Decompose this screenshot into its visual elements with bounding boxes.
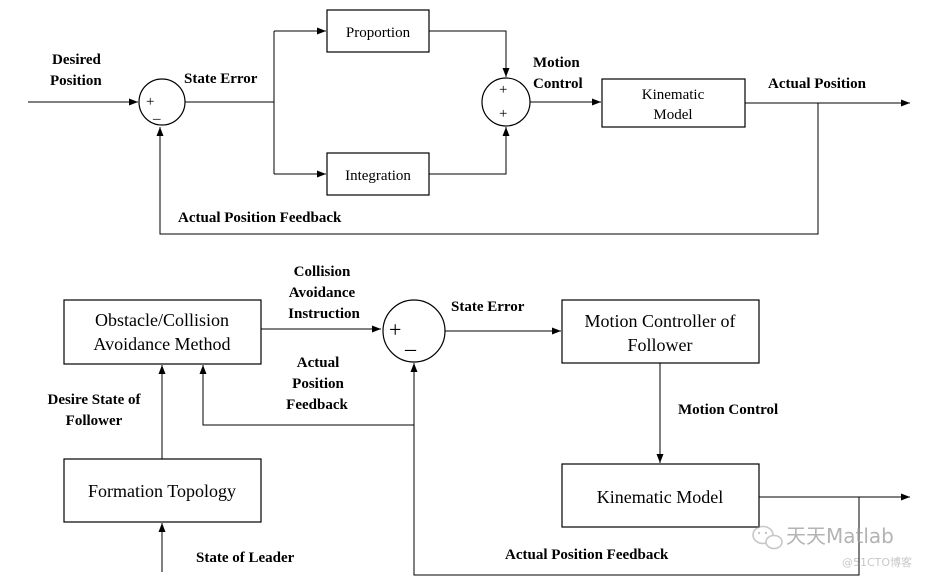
watermark: 天天Matlab @51CTO博客 <box>752 524 912 569</box>
obstacle-avoidance-box <box>63 299 262 365</box>
feedback-to-obstacle-arrow <box>199 365 414 426</box>
watermark-brand: 天天Matlab <box>786 524 894 548</box>
mid-feedback-label-2: Position <box>292 376 344 392</box>
motion-controller-label-1: Motion Controller of <box>585 311 736 331</box>
mid-feedback-label-3: Feedback <box>286 397 348 413</box>
obstacle-avoidance-label-1: Obstacle/Collision <box>95 310 229 330</box>
wechat-logo-icon <box>752 525 783 550</box>
kinematic-model-label-2: Model <box>653 107 692 123</box>
sum1-minus-sign: _ <box>152 106 161 122</box>
state-of-leader-label: State of Leader <box>196 550 295 566</box>
kinematic-model-label-1: Kinematic <box>642 87 705 103</box>
collision-instruction-label-1: Collision <box>294 264 351 280</box>
desired-position-label-1: Desired <box>52 52 102 68</box>
bottom-kinematic-model-box <box>561 463 760 528</box>
motion-control-label-2: Control <box>533 76 583 92</box>
bottom-sum-minus-sign: _ <box>404 328 417 353</box>
mid-feedback-label-1: Actual <box>297 355 340 371</box>
formation-topology-label: Formation Topology <box>88 481 236 501</box>
proportion-box <box>326 9 430 53</box>
bottom-kinematic-model-label: Kinematic Model <box>597 487 723 507</box>
actual-position-label: Actual Position <box>768 76 867 92</box>
sum2-plus-sign-top: + <box>499 82 507 98</box>
integration-box <box>326 152 430 196</box>
collision-instruction-label-2: Avoidance <box>289 285 356 301</box>
motion-controller-label-2: Follower <box>628 335 693 355</box>
top-diagram: Desired Position + _ State Error Proport… <box>28 9 910 235</box>
sum2-plus-sign-bottom: + <box>499 106 507 122</box>
bottom-diagram: Obstacle/Collision Avoidance Method Coll… <box>47 264 910 576</box>
state-error-label: State Error <box>184 71 258 87</box>
desire-state-label-1: Desire State of <box>47 392 141 408</box>
integration-to-sum2-arrow <box>429 127 510 175</box>
collision-instruction-label-3: Instruction <box>288 306 360 322</box>
desired-position-label-2: Position <box>50 73 102 89</box>
proportion-label: Proportion <box>346 25 411 41</box>
feedback-arrow <box>156 103 819 235</box>
desire-state-label-2: Follower <box>66 413 123 429</box>
motion-control-label-1: Motion <box>533 55 580 71</box>
formation-topology-box <box>63 458 262 523</box>
obstacle-avoidance-label-2: Avoidance Method <box>93 334 230 354</box>
bottom-state-error-label: State Error <box>451 299 525 315</box>
sum1-plus-sign: + <box>146 94 154 110</box>
watermark-source: @51CTO博客 <box>842 555 912 569</box>
bottom-motion-control-label: Motion Control <box>678 402 778 418</box>
proportion-to-sum2-arrow <box>429 30 510 77</box>
feedback-label: Actual Position Feedback <box>178 210 342 226</box>
bottom-feedback-label: Actual Position Feedback <box>505 547 669 563</box>
integration-label: Integration <box>345 168 411 184</box>
bottom-feedback-arrow <box>410 363 860 576</box>
bottom-sum-plus-sign: + <box>389 317 401 342</box>
